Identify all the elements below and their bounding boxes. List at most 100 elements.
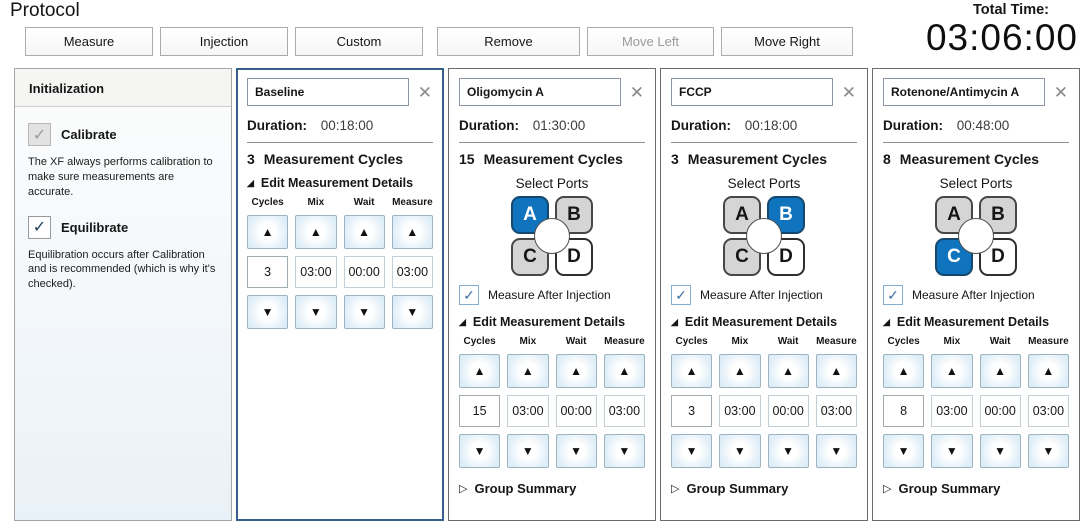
mix-up-button[interactable]: ▲ xyxy=(507,354,549,388)
wait-up-button[interactable]: ▲ xyxy=(979,354,1021,388)
edit-measurement-details-toggle[interactable]: ◢ Edit Measurement Details xyxy=(247,176,414,190)
measure-time-input[interactable] xyxy=(1027,395,1069,427)
measurement-details-grid: Cycles Mix Wait Measure ▲ ▲ ▲ ▲ ▼ ▼ ▼ ▼ xyxy=(883,336,1069,468)
column-header-cycles: Cycles xyxy=(463,336,496,347)
port-c-button[interactable]: C xyxy=(723,238,761,276)
measurement-cycles-label: Measurement Cycles xyxy=(687,151,828,167)
port-c-button[interactable]: C xyxy=(511,238,549,276)
cycles-up-button[interactable]: ▲ xyxy=(671,354,713,388)
group-name-input[interactable] xyxy=(247,78,409,106)
column-header-cycles: Cycles xyxy=(675,336,708,347)
group-name-input[interactable] xyxy=(459,78,621,106)
wait-down-button[interactable]: ▼ xyxy=(343,295,385,329)
cycles-value-input[interactable] xyxy=(883,395,925,427)
wait-up-button[interactable]: ▲ xyxy=(343,215,385,249)
group-name-input[interactable] xyxy=(671,78,833,106)
down-arrow-icon: ▼ xyxy=(358,305,371,319)
cycles-up-button[interactable]: ▲ xyxy=(247,215,289,249)
divider xyxy=(247,142,433,143)
equilibrate-checkbox[interactable]: ✓ xyxy=(28,215,51,239)
wait-up-button[interactable]: ▲ xyxy=(767,354,809,388)
cycles-down-button[interactable]: ▼ xyxy=(671,434,713,468)
down-arrow-icon: ▼ xyxy=(309,305,322,319)
injection-button[interactable]: Injection xyxy=(160,27,288,56)
wait-up-button[interactable]: ▲ xyxy=(555,354,597,388)
measure-button[interactable]: Measure xyxy=(25,27,153,56)
cycles-value-input[interactable] xyxy=(247,256,289,288)
duration-row: Duration: 00:18:00 xyxy=(671,118,857,133)
cycles-value-input[interactable] xyxy=(671,395,713,427)
port-a-button[interactable]: A xyxy=(511,196,549,234)
group-summary-toggle[interactable]: ▷ Group Summary xyxy=(883,481,1001,496)
edit-measurement-details-toggle[interactable]: ◢ Edit Measurement Details xyxy=(671,315,838,329)
cycles-up-button[interactable]: ▲ xyxy=(883,354,925,388)
wait-down-button[interactable]: ▼ xyxy=(767,434,809,468)
group-name-row: ✕ xyxy=(883,78,1069,106)
cycles-down-button[interactable]: ▼ xyxy=(247,295,289,329)
measure-up-button[interactable]: ▲ xyxy=(815,354,857,388)
measure-time-input[interactable] xyxy=(815,395,857,427)
mix-time-input[interactable] xyxy=(295,256,337,288)
measure-after-injection-checkbox[interactable]: ✓ xyxy=(459,285,479,305)
edit-measurement-details-toggle[interactable]: ◢ Edit Measurement Details xyxy=(459,315,626,329)
close-icon[interactable]: ✕ xyxy=(629,82,644,102)
equilibrate-description: Equilibration occurs after Calibration a… xyxy=(28,248,216,291)
wait-time-input[interactable] xyxy=(979,395,1021,427)
cycles-up-button[interactable]: ▲ xyxy=(459,354,501,388)
wait-down-button[interactable]: ▼ xyxy=(555,434,597,468)
port-c-button[interactable]: C xyxy=(935,238,973,276)
mix-time-input[interactable] xyxy=(931,395,973,427)
move-right-button[interactable]: Move Right xyxy=(721,27,853,56)
mix-down-button[interactable]: ▼ xyxy=(507,434,549,468)
custom-button[interactable]: Custom xyxy=(295,27,423,56)
measure-time-input[interactable] xyxy=(603,395,645,427)
measure-up-button[interactable]: ▲ xyxy=(1027,354,1069,388)
wait-time-input[interactable] xyxy=(767,395,809,427)
mix-down-button[interactable]: ▼ xyxy=(931,434,973,468)
close-icon[interactable]: ✕ xyxy=(1053,82,1068,102)
cycles-down-button[interactable]: ▼ xyxy=(883,434,925,468)
move-left-button: Move Left xyxy=(587,27,714,56)
duration-value: 00:18:00 xyxy=(320,118,374,133)
group-name-input[interactable] xyxy=(883,78,1045,106)
cycles-down-button[interactable]: ▼ xyxy=(459,434,501,468)
measure-down-button[interactable]: ▼ xyxy=(391,295,433,329)
down-arrow-icon: ▼ xyxy=(473,444,486,458)
mix-down-button[interactable]: ▼ xyxy=(719,434,761,468)
port-b-button[interactable]: B xyxy=(979,196,1017,234)
wait-down-button[interactable]: ▼ xyxy=(979,434,1021,468)
wait-time-input[interactable] xyxy=(343,256,385,288)
group-summary-toggle[interactable]: ▷ Group Summary xyxy=(671,481,789,496)
measurement-details-grid: Cycles Mix Wait Measure ▲ ▲ ▲ ▲ ▼ ▼ ▼ ▼ xyxy=(247,197,433,329)
measure-down-button[interactable]: ▼ xyxy=(603,434,645,468)
measure-after-injection-checkbox[interactable]: ✓ xyxy=(883,285,903,305)
mix-up-button[interactable]: ▲ xyxy=(719,354,761,388)
calibrate-description: The XF always performs calibration to ma… xyxy=(28,156,213,198)
measure-after-injection-label: Measure After Injection xyxy=(700,288,823,302)
mix-down-button[interactable]: ▼ xyxy=(295,295,337,329)
cycles-value-input[interactable] xyxy=(459,395,501,427)
measure-down-button[interactable]: ▼ xyxy=(1027,434,1069,468)
wait-time-input[interactable] xyxy=(555,395,597,427)
mix-up-button[interactable]: ▲ xyxy=(295,215,337,249)
down-arrow-icon: ▼ xyxy=(521,444,534,458)
measure-after-injection-checkbox[interactable]: ✓ xyxy=(671,285,691,305)
measure-down-button[interactable]: ▼ xyxy=(815,434,857,468)
column-header-measure: Measure xyxy=(1028,336,1069,347)
mix-time-input[interactable] xyxy=(507,395,549,427)
measure-up-button[interactable]: ▲ xyxy=(603,354,645,388)
calibrate-row: ✓ Calibrate xyxy=(28,123,218,146)
expander-collapsed-icon: ▷ xyxy=(671,483,680,495)
column-header-cycles: Cycles xyxy=(887,336,920,347)
remove-button[interactable]: Remove xyxy=(437,27,580,56)
mix-up-button[interactable]: ▲ xyxy=(931,354,973,388)
measure-time-input[interactable] xyxy=(391,256,433,288)
close-icon[interactable]: ✕ xyxy=(417,82,432,102)
measure-up-button[interactable]: ▲ xyxy=(391,215,433,249)
close-icon[interactable]: ✕ xyxy=(841,82,856,102)
edit-measurement-details-toggle[interactable]: ◢ Edit Measurement Details xyxy=(883,315,1050,329)
group-summary-toggle[interactable]: ▷ Group Summary xyxy=(459,481,577,496)
mix-time-input[interactable] xyxy=(719,395,761,427)
duration-row: Duration: 00:18:00 xyxy=(247,118,433,133)
